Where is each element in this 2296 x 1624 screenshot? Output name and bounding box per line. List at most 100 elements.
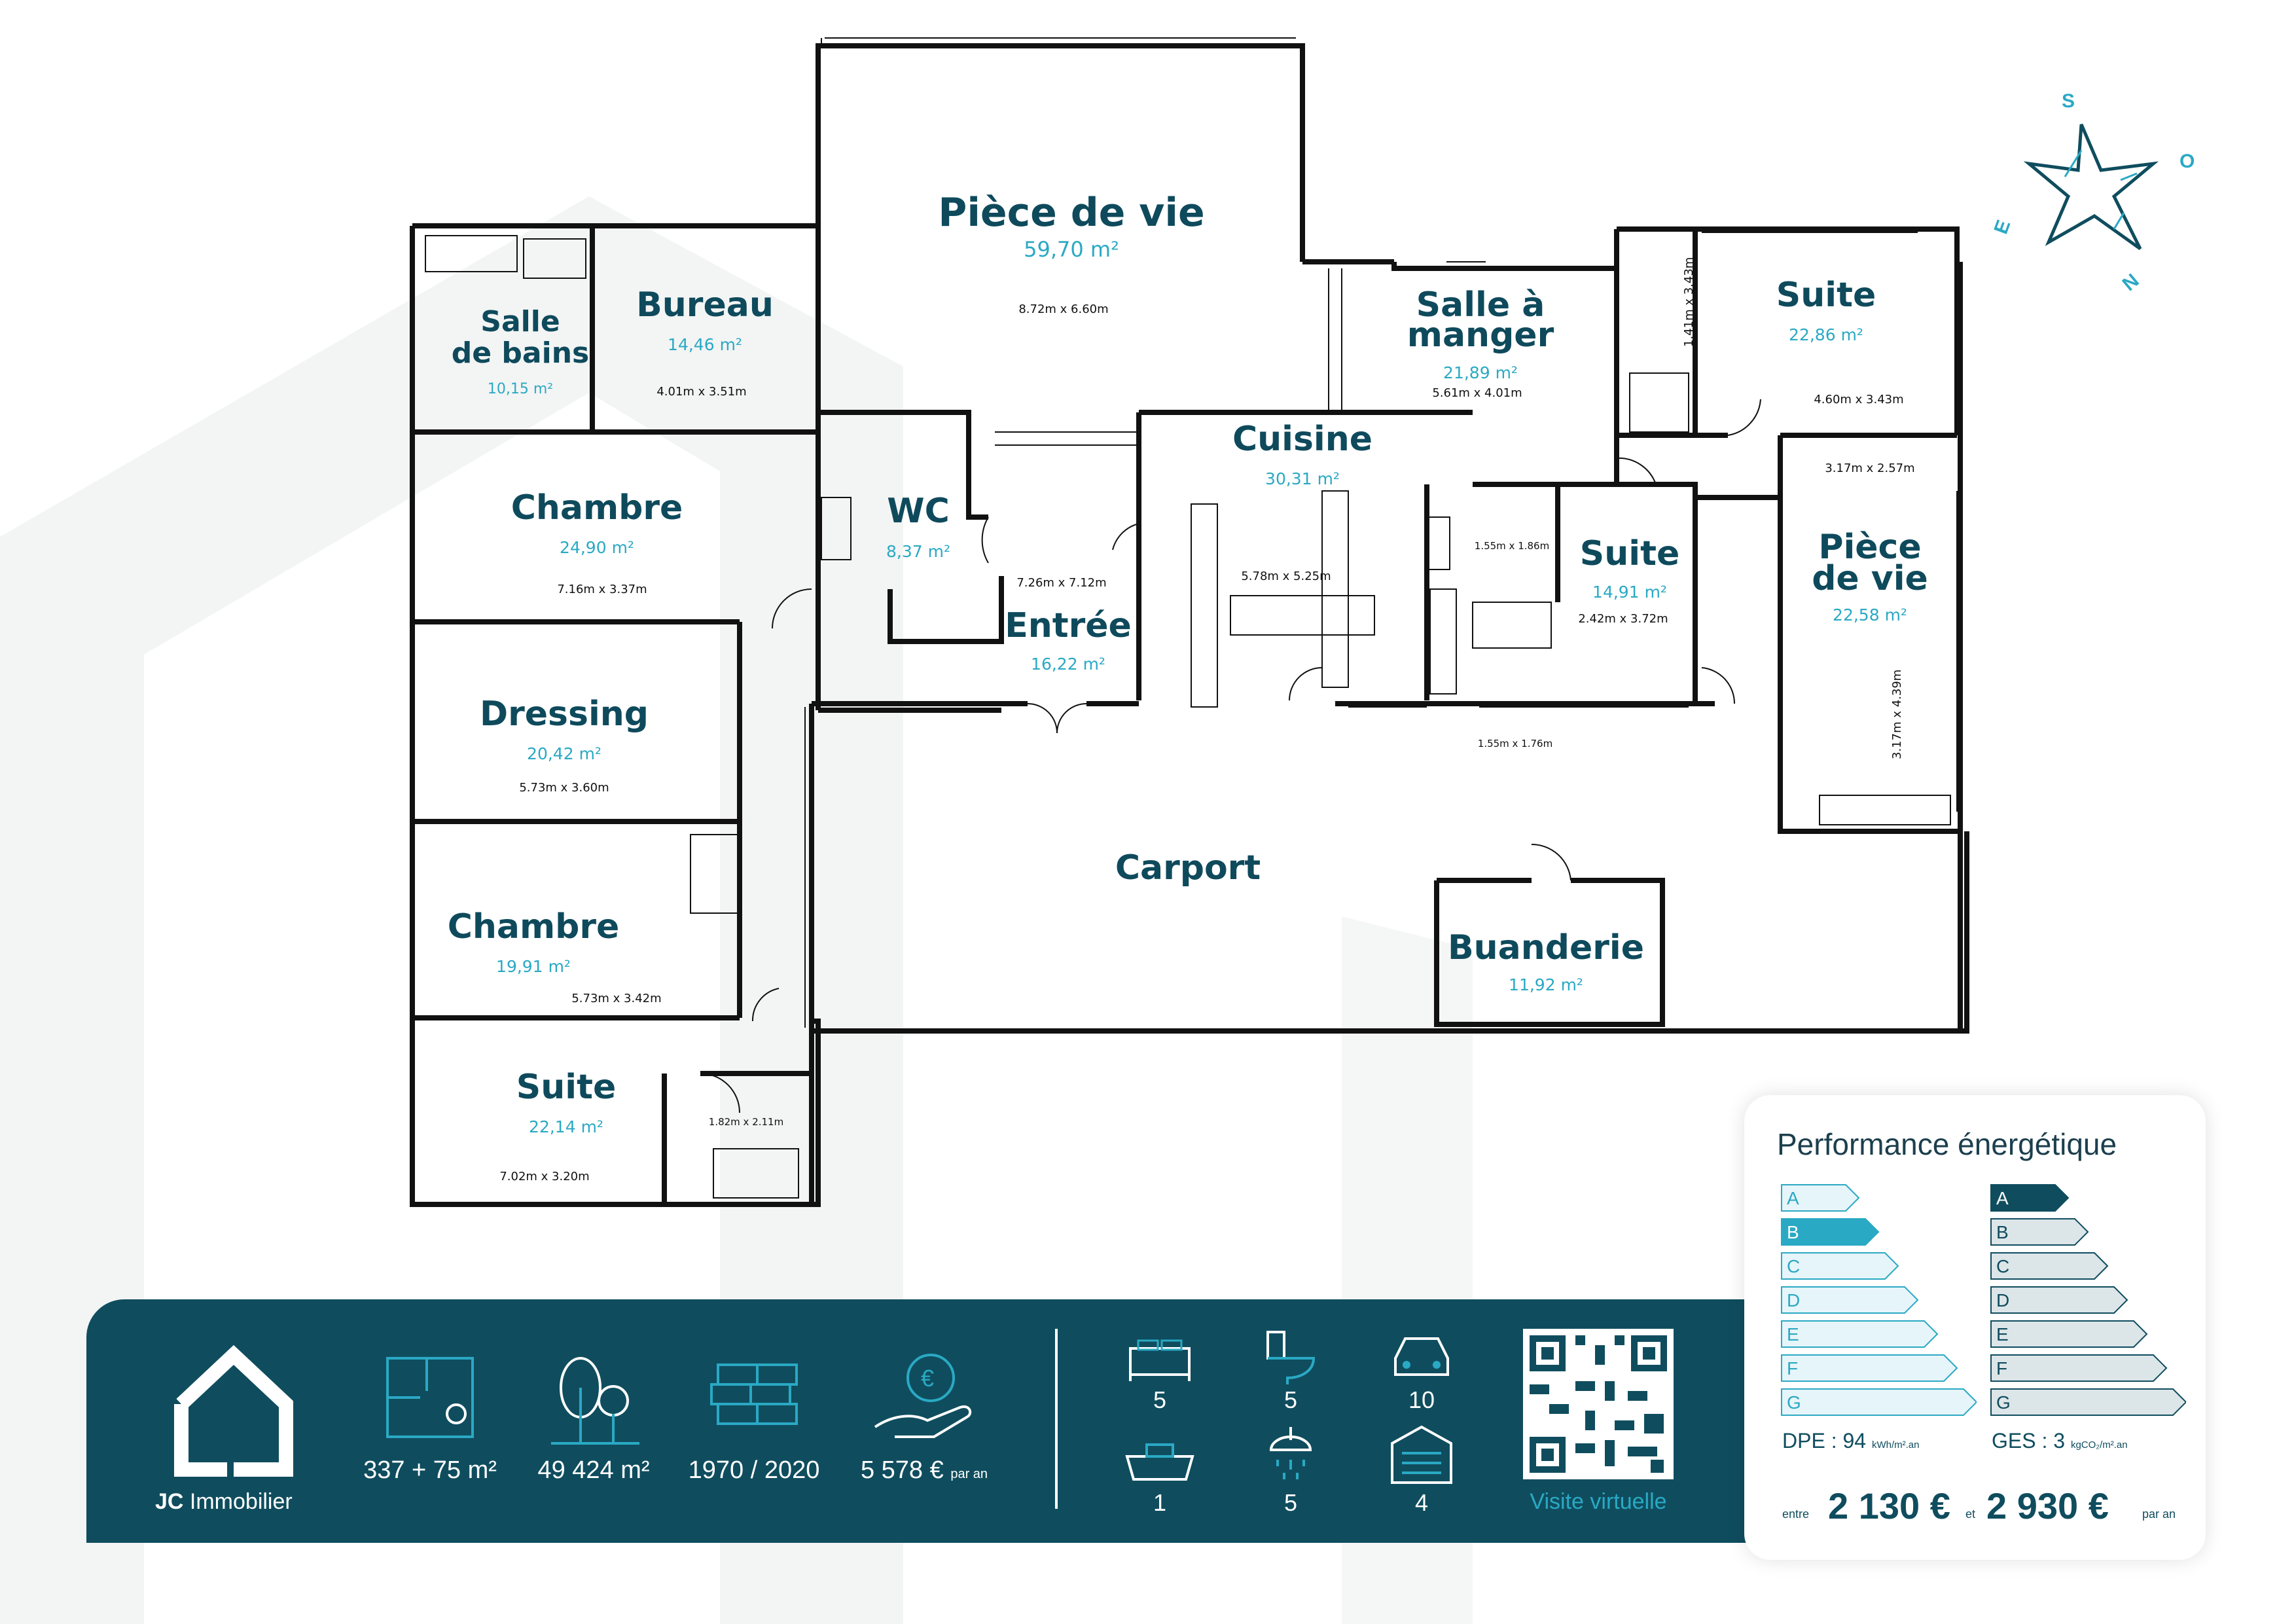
ges-value: GES : 3 kgCO₂/m².an <box>1992 1429 2128 1453</box>
stat-tax: 5 578 € par an <box>860 1456 988 1484</box>
trees-icon <box>551 1357 639 1445</box>
dpe-letter-f: F <box>1787 1358 1798 1379</box>
room-suite-mid-dim: 2.42m x 3.72m <box>1578 612 1668 626</box>
ges-letter-a: A <box>1996 1188 2009 1208</box>
ges-letter-e: E <box>1996 1324 2009 1344</box>
room-bureau-dim: 4.01m x 3.51m <box>656 385 747 399</box>
ges-bar-g <box>1990 1388 2186 1416</box>
room-entree-label: Entrée <box>1005 606 1132 645</box>
room-suite-mid-dim-small-2: 1.55m x 1.76m <box>1477 738 1553 749</box>
room-salle-a-manger-dim: 5.61m x 4.01m <box>1432 386 1522 400</box>
room-carport-label: Carport <box>1115 848 1261 888</box>
brand-logo <box>174 1344 293 1477</box>
compass-s: S <box>2062 90 2075 112</box>
price-low: 2 130 € <box>1828 1485 1950 1526</box>
euro-hand-icon: € <box>874 1354 972 1438</box>
room-wc-label: WC <box>887 492 950 531</box>
energy-title: Performance énergétique <box>1777 1127 2117 1161</box>
room-chambre-1-dim: 7.16m x 3.37m <box>557 583 647 596</box>
room-piece-de-vie-right-label-1: Pièce <box>1818 528 1922 567</box>
ges-bar-f <box>1990 1354 2168 1382</box>
dpe-bar-g <box>1781 1388 1977 1416</box>
ges-bar-b <box>1990 1218 2089 1246</box>
dpe-bar-b <box>1781 1218 1880 1246</box>
room-suite-mid-dim-small: 1.55m x 1.86m <box>1474 540 1550 552</box>
room-chambre-1-label: Chambre <box>511 488 683 528</box>
room-chambre-2-area: 19,91 m² <box>496 957 571 976</box>
dpe-letter-b: B <box>1787 1222 1799 1242</box>
room-piece-de-vie-right-dim-v: 3.17m x 4.39m <box>1890 669 1904 759</box>
room-cuisine-area: 30,31 m² <box>1265 469 1340 488</box>
qr-code[interactable] <box>1523 1329 1674 1479</box>
toilet-icon <box>1266 1331 1316 1384</box>
room-piece-de-vie-right-dim: 3.17m x 2.57m <box>1825 461 1915 475</box>
room-salle-a-manger-label-2: manger <box>1407 316 1554 355</box>
stat-land: 49 424 m² <box>537 1456 650 1484</box>
price-and: et <box>1965 1507 1976 1521</box>
room-piece-de-vie-right-label-2: de vie <box>1812 559 1928 598</box>
room-suite-top-area: 22,86 m² <box>1789 325 1863 344</box>
room-suite-top-dim-small: 1.41m x 3.43m <box>1682 257 1696 347</box>
wall-left-outer <box>410 226 821 1207</box>
room-bureau-label: Bureau <box>636 285 774 325</box>
room-chambre-2-label: Chambre <box>447 907 620 947</box>
ges-bar-e <box>1990 1320 2148 1348</box>
car-icon <box>1394 1337 1449 1376</box>
dpe-bar-c <box>1781 1252 1899 1280</box>
ges-letter-d: D <box>1996 1290 2009 1310</box>
ges-letter-c: C <box>1996 1256 2009 1276</box>
bathtub-icon <box>1125 1443 1194 1481</box>
room-dressing-area: 20,42 m² <box>527 744 601 763</box>
floorplan-icon <box>386 1357 474 1438</box>
dpe-letter-e: E <box>1787 1324 1799 1344</box>
price-between: entre <box>1782 1507 1810 1521</box>
count-showers: 5 <box>1283 1489 1298 1516</box>
room-suite-bottom-dim: 7.02m x 3.20m <box>499 1170 590 1183</box>
shower-icon <box>1269 1427 1312 1479</box>
room-chambre-1-area: 24,90 m² <box>560 538 634 557</box>
room-buanderie-label: Buanderie <box>1448 928 1644 967</box>
room-cuisine-label: Cuisine <box>1232 420 1373 459</box>
room-suite-mid-area: 14,91 m² <box>1592 583 1667 602</box>
bed-icon <box>1129 1339 1191 1381</box>
dpe-bar-d <box>1781 1286 1919 1314</box>
room-salle-de-bains-label-2: de bains <box>451 336 590 370</box>
room-chambre-2-dim: 5.73m x 3.42m <box>571 992 662 1005</box>
brand-name: JC Immobilier <box>155 1489 293 1514</box>
dpe-letter-c: C <box>1787 1256 1800 1276</box>
room-entree-dim: 7.26m x 7.12m <box>1016 576 1107 590</box>
count-baths: 1 <box>1153 1489 1167 1516</box>
info-banner: JC Immobilier 337 + 75 m² 49 424 m² 1970… <box>86 1299 1854 1543</box>
dpe-bar-a <box>1781 1184 1860 1212</box>
room-suite-top-label: Suite <box>1776 276 1876 315</box>
room-suite-bottom-label: Suite <box>516 1068 617 1107</box>
room-wc-area: 8,37 m² <box>886 542 950 561</box>
count-bedrooms: 5 <box>1153 1386 1167 1413</box>
room-dressing-dim: 5.73m x 3.60m <box>519 781 609 795</box>
count-garages: 4 <box>1414 1489 1429 1516</box>
price-high: 2 930 € <box>1986 1485 2109 1526</box>
dpe-bar-e <box>1781 1320 1939 1348</box>
room-salle-de-bains-area: 10,15 m² <box>487 381 554 397</box>
ges-letter-g: G <box>1996 1392 2011 1413</box>
count-cars: 10 <box>1408 1386 1435 1413</box>
room-suite-mid-label: Suite <box>1579 534 1680 573</box>
virtual-tour-link[interactable]: Visite virtuelle <box>1530 1489 1667 1514</box>
dpe-letter-g: G <box>1787 1392 1801 1413</box>
room-salle-a-manger-label-1: Salle à <box>1416 285 1545 325</box>
room-salle-de-bains-label-1: Salle <box>480 305 560 338</box>
count-toilets: 5 <box>1283 1386 1298 1413</box>
room-suite-top-dim: 4.60m x 3.43m <box>1814 393 1904 406</box>
stat-years: 1970 / 2020 <box>688 1456 820 1484</box>
room-piece-de-vie-dim: 8.72m x 6.60m <box>1018 302 1109 316</box>
room-piece-de-vie-area: 59,70 m² <box>1024 237 1119 262</box>
room-entree-area: 16,22 m² <box>1031 655 1105 674</box>
ges-bar-c <box>1990 1252 2109 1280</box>
ges-letter-b: B <box>1996 1222 2009 1242</box>
room-cuisine-dim: 5.78m x 5.25m <box>1241 569 1331 583</box>
garage-icon <box>1391 1425 1452 1484</box>
dpe-bar-f <box>1781 1354 1958 1382</box>
